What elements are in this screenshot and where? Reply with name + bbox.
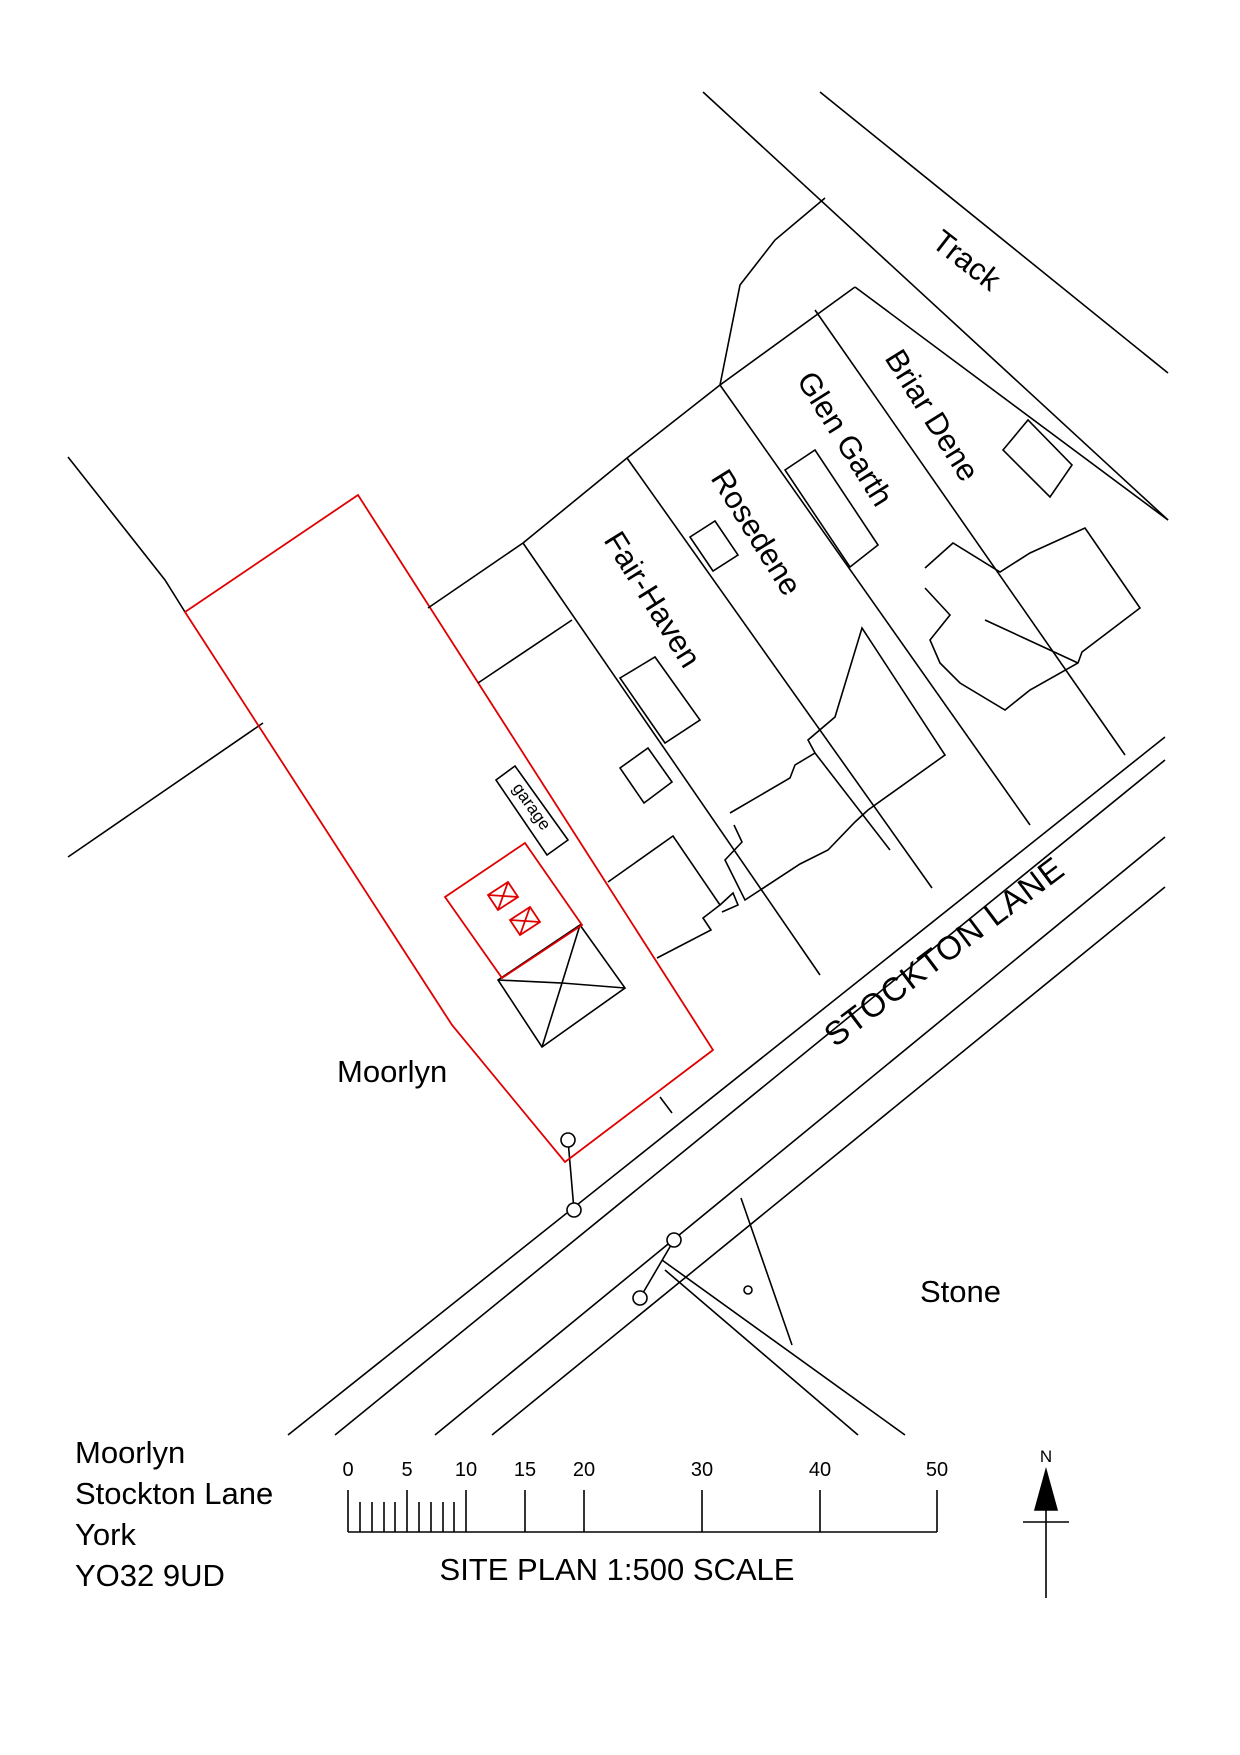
field-boundaries: [67, 456, 264, 858]
site-boundary: [183, 493, 715, 1164]
track-lines: [702, 91, 1169, 521]
label-garage: garage: [509, 779, 555, 833]
scale-tick-label: 5: [401, 1459, 412, 1481]
north-arrow-head-icon: [1033, 1466, 1059, 1511]
house-briar-dene: [924, 526, 1142, 711]
scale-title: SITE PLAN 1:500 SCALE: [440, 1552, 795, 1587]
plot-boundaries: [427, 197, 1169, 1114]
shed-fair-haven: [618, 746, 674, 805]
label-rosedene: Rosedene: [704, 463, 809, 601]
scale-tick-label: 10: [455, 1459, 477, 1481]
label-moorlyn: Moorlyn: [337, 1054, 447, 1089]
scale-tick-label: 50: [926, 1459, 948, 1481]
marker-post: [743, 1285, 753, 1295]
outbuilding-glen-garth: [783, 448, 880, 569]
north-arrow: N: [1023, 1447, 1069, 1598]
scale-tick-label: 30: [691, 1459, 713, 1481]
outbuilding-rosedene: [688, 519, 740, 573]
scale-bar: 0 5 10 15 20 30 40 50 SITE PLAN 1:500 SC…: [342, 1459, 948, 1587]
scale-tick-label: 20: [573, 1459, 595, 1481]
proposed-works: [443, 841, 584, 980]
label-briar-dene: Briar Dene: [878, 343, 986, 487]
building-outlines: [494, 418, 1142, 1049]
address-line: Stockton Lane: [75, 1476, 274, 1511]
side-lane: [661, 1197, 906, 1436]
house-fair-haven: [607, 834, 722, 959]
address-line: Moorlyn: [75, 1435, 186, 1470]
site-address: Moorlyn Stockton Lane York YO32 9UD: [75, 1432, 273, 1596]
garage-box: [494, 764, 570, 857]
outbuilding-fair-haven: [618, 655, 702, 745]
north-label: N: [1040, 1447, 1052, 1466]
label-glen-garth: Glen Garth: [790, 365, 900, 512]
label-stone: Stone: [920, 1274, 1001, 1309]
address-line: York: [75, 1517, 136, 1552]
outbuilding-briar-dene: [1001, 418, 1074, 499]
address-line: YO32 9UD: [75, 1558, 225, 1593]
scale-tick-label: 15: [514, 1459, 536, 1481]
stockton-lane-road: [287, 736, 1166, 1436]
scale-tick-label: 0: [342, 1459, 353, 1481]
scale-tick-label: 40: [809, 1459, 831, 1481]
house-rosedene: [724, 626, 947, 902]
street-posts: [560, 1132, 682, 1306]
label-stockton-lane: STOCKTON LANE: [817, 849, 1071, 1053]
